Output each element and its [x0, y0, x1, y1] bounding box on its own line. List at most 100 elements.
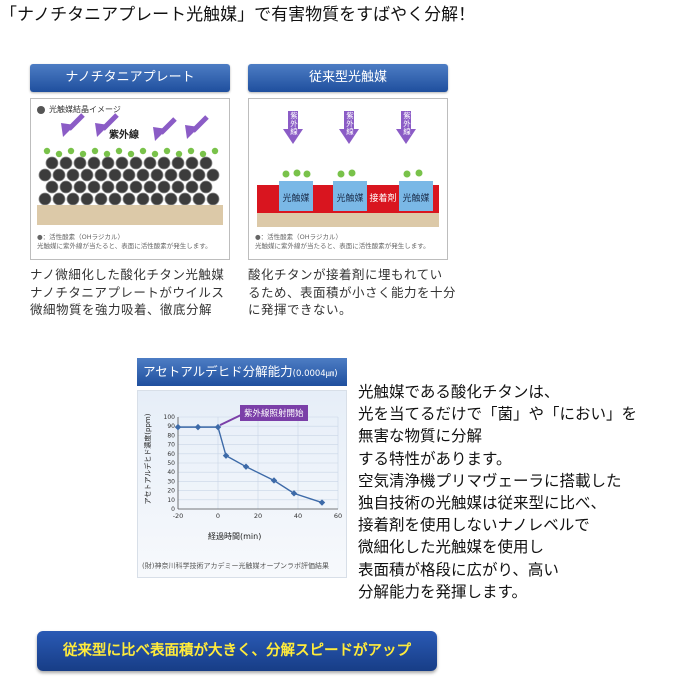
crystal-sphere	[178, 192, 192, 206]
chart-header: アセトアルデヒド分解能力(0.0004㎛)	[137, 358, 347, 386]
text-line: 光を当てるだけで「菌」や「におい」を	[358, 405, 638, 424]
data-point	[214, 423, 222, 431]
x-tick-label: 20	[254, 512, 262, 520]
data-point	[318, 499, 326, 506]
crystal-sphere	[52, 192, 66, 206]
radical-dot	[55, 150, 63, 158]
base-plate	[37, 205, 223, 225]
uv-label-3: 紫外線	[403, 111, 411, 136]
uv-arrows	[61, 113, 209, 141]
catalyst-cell	[333, 181, 367, 211]
nano-titania-title: ナノチタニアプレート	[30, 64, 230, 92]
chart-source: (財)神奈川科学技術アカデミー光触媒オープンラボ評価結果	[142, 562, 330, 570]
crystal-sphere	[129, 180, 143, 194]
text-line: する特性があります。	[358, 449, 512, 468]
uv-label-2: 紫外線	[346, 111, 354, 136]
crystal-sphere	[171, 156, 185, 170]
radical-dot	[175, 150, 183, 158]
crystal-sphere	[136, 168, 150, 182]
y-tick-label: 0	[171, 506, 175, 513]
data-point	[270, 477, 278, 484]
crystal-sphere	[94, 168, 108, 182]
left-description: ナノ微細化した酸化チタン光触媒 ナノチタニアプレートがウイルス 微細物質を強力吸…	[30, 266, 242, 319]
right-footnote-1: ●：活性酸素（OHラジカル）	[255, 233, 343, 241]
crystal-sphere	[45, 156, 59, 170]
crystal-sphere	[94, 192, 108, 206]
crystal-legend-icon	[37, 106, 45, 114]
catalyst-label: 光触媒	[336, 194, 364, 204]
crystal-sphere	[52, 168, 66, 182]
right-desc-line: るため、表面積が小さく能力を十分	[248, 284, 457, 300]
x-tick-label: 40	[294, 512, 302, 520]
crystal-sphere	[87, 156, 101, 170]
chart-header-unit: (0.0004㎛)	[292, 369, 338, 379]
crystal-sphere	[101, 156, 115, 170]
crystal-sphere	[59, 156, 73, 170]
x-axis-label: 経過時間(min)	[208, 532, 262, 541]
radical-dot	[211, 147, 219, 155]
crystal-sphere	[185, 156, 199, 170]
text-line: 無害な物質に分解	[358, 427, 483, 446]
crystal-sphere	[199, 156, 213, 170]
catalyst-cell	[399, 181, 433, 211]
crystal-sphere	[59, 180, 73, 194]
crystal-legend: 光触媒結晶イメージ	[49, 105, 121, 114]
crystal-sphere	[143, 180, 157, 194]
crystal-sphere	[115, 156, 129, 170]
data-point	[242, 463, 250, 470]
y-tick-label: 40	[167, 469, 175, 476]
radical-dot	[187, 147, 195, 155]
uv-arrow	[61, 113, 85, 137]
data-point	[174, 423, 182, 431]
crystal-sphere	[164, 192, 178, 206]
crystal-sphere	[108, 168, 122, 182]
left-desc-line: 微細物質を強力吸着、徹底分解	[30, 302, 213, 317]
uv-label: 紫外線	[109, 130, 139, 141]
radical-dot	[199, 150, 207, 158]
radical-dots-conventional	[282, 169, 423, 178]
crystal-sphere	[101, 180, 115, 194]
data-point	[222, 452, 230, 459]
right-desc-line: 酸化チタンが接着剤に埋もれてい	[248, 267, 443, 282]
crystal-sphere	[122, 192, 136, 206]
left-desc-line: ナノチタニアプレートがウイルス	[30, 284, 225, 300]
text-line: 分解能力を発揮します。	[358, 582, 527, 601]
crystal-sphere	[185, 180, 199, 194]
y-tick-label: 50	[167, 460, 175, 467]
crystal-sphere	[80, 192, 94, 206]
crystal-sphere	[66, 192, 80, 206]
data-point	[194, 423, 202, 431]
crystal-sphere	[87, 180, 101, 194]
radical-dot	[79, 150, 87, 158]
crystal-sphere	[206, 192, 220, 206]
nano-crystal-diagram: 光触媒結晶イメージ 紫外線 ●：活性酸素（OHラジカル） 光触媒に紫外線が当たる…	[30, 98, 230, 260]
x-tick-label: -20	[173, 512, 184, 520]
radical-dot	[91, 147, 99, 155]
uv-arrows-conventional	[283, 111, 416, 144]
catalyst-cell	[279, 181, 313, 211]
conventional-panel: 従来型光触媒 紫外線 紫外線 紫外線 光触媒	[248, 64, 456, 320]
chart-gridlines	[177, 416, 339, 510]
annotation-pointer	[219, 414, 242, 427]
radical-dot	[43, 147, 51, 155]
x-tick-label: 60	[334, 512, 342, 520]
crystal-sphere	[206, 168, 220, 182]
crystal-sphere	[143, 156, 157, 170]
crystal-sphere	[122, 168, 136, 182]
crystal-sphere	[178, 168, 192, 182]
crystal-sphere	[150, 168, 164, 182]
uv-label-1: 紫外線	[290, 111, 298, 136]
left-footnote-2: 光触媒に紫外線が当たると、表面に活性酸素が発生します。	[37, 242, 212, 250]
radical-dot	[67, 147, 75, 155]
text-line: 微細化した光触媒を使用し	[358, 538, 545, 557]
series-points	[174, 423, 326, 506]
crystal-sphere	[73, 180, 87, 194]
conventional-illustration	[257, 111, 439, 227]
y-tick-label: 20	[167, 488, 175, 495]
y-tick-label: 30	[167, 478, 175, 485]
crystal-sphere	[129, 156, 143, 170]
